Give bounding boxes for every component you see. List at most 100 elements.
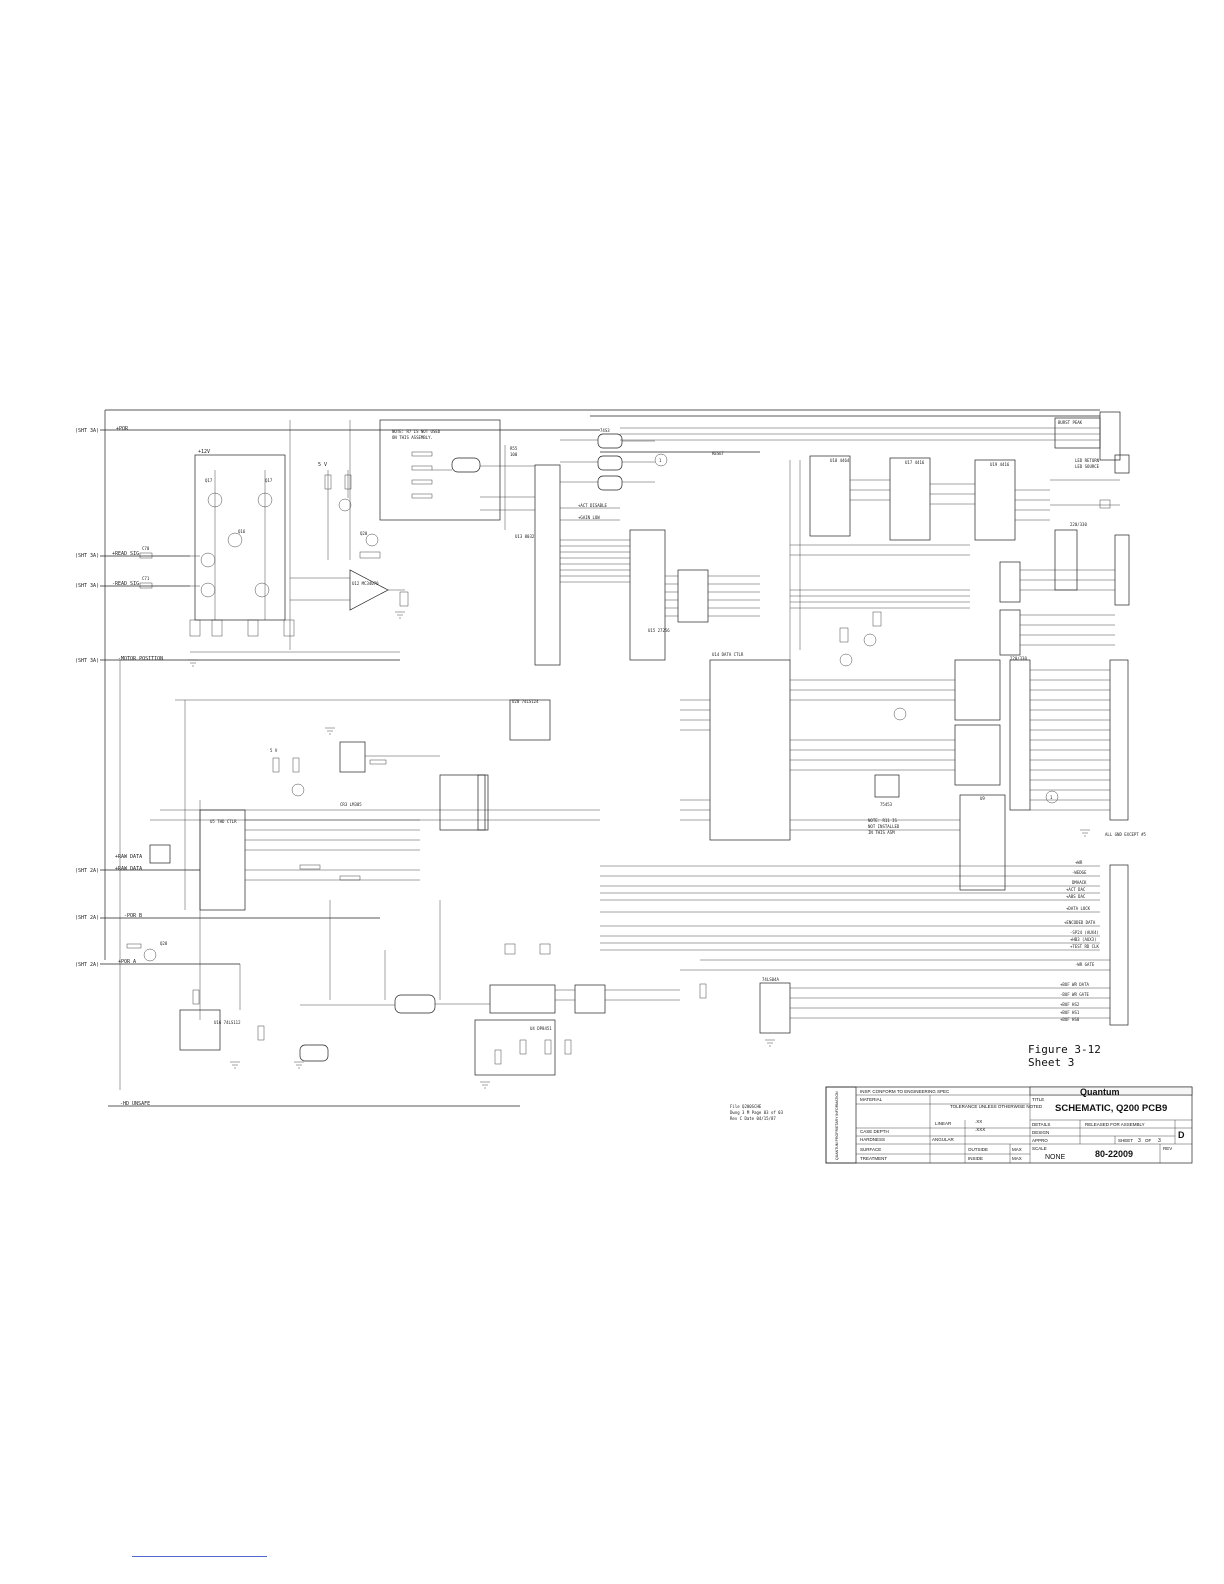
released-label: RELEASED FOR ASSEMBLY	[1085, 1122, 1145, 1127]
net-data-lock: +DATA LOCK	[1066, 906, 1091, 911]
left-net-labels: (SHT 3A) +POR (SHT 3A) +READ SIG (SHT 3A…	[75, 426, 163, 1107]
label-u16: U16 74LS112	[214, 1020, 241, 1025]
max-label-2: MAX	[1012, 1156, 1022, 1161]
figure-title: Figure 3-12	[1028, 1043, 1101, 1056]
ground-symbols	[188, 659, 1090, 1089]
sheet-ref-por: (SHT 3A)	[75, 428, 99, 434]
appro-label: APPRO	[1032, 1138, 1048, 1143]
note-r11-line3: IN THIS ASM	[868, 830, 895, 835]
bottom-right-buffers: 74LS04A	[680, 959, 1110, 1034]
sheet-ref-raw: (SHT 2A)	[75, 868, 99, 874]
surface-label: SURFACE	[860, 1147, 881, 1152]
sheet-ref-read1: (SHT 3A)	[75, 553, 99, 559]
note-r11-line2: NOT INSTALLED	[868, 824, 900, 829]
page-note: File Q200SCHE Dwng 3 M Page 03 of 03 Rev…	[730, 1104, 784, 1121]
resnet-label-1: 220/330	[1070, 522, 1087, 527]
right-lower-nets: +WR -WEDGE DMAACK +ACT DAC +ABS DAC +DAT…	[600, 860, 1129, 1026]
linear-xx: .XX	[975, 1119, 982, 1124]
sheet-ref-motor: (SHT 3A)	[75, 658, 99, 664]
treatment-label: TREATMENT	[860, 1156, 887, 1161]
title-label: TITLE	[1032, 1097, 1044, 1102]
note-r7-line1: NOTE: R7 IS NOT USED	[392, 429, 441, 434]
proprietary-notice: QUANTUM PROPRIETARY INFORMATION	[835, 1091, 839, 1160]
company-logo: Quantum	[1080, 1087, 1120, 1097]
rev-label: REV	[1163, 1146, 1172, 1151]
net-buf-hs0: +BUF HS0	[1060, 1017, 1080, 1022]
max-label-1: MAX	[1012, 1147, 1022, 1152]
sheet-label: SHEET	[1118, 1138, 1133, 1143]
net-read-sig-1: +READ SIG	[112, 551, 139, 557]
linear-xxx: .XXX	[975, 1127, 985, 1132]
chip-u15: U15 27256	[560, 529, 760, 661]
drawing-number: 80-22009	[1095, 1149, 1133, 1159]
svg-text:75453: 75453	[880, 802, 893, 807]
net-dmaack: DMAACK	[1072, 880, 1087, 885]
opamp-u12: U12 MC34070	[290, 569, 409, 619]
label-u12: U12 MC34070	[352, 581, 379, 586]
net-raw-data-1: +RAW DATA	[115, 854, 142, 860]
svg-text:+ACT DISABLE: +ACT DISABLE	[578, 503, 607, 508]
label-q16: Q16	[238, 529, 246, 534]
inspect-spec: INSP. CONFORM TO ENGINEERING SPEC	[860, 1089, 950, 1094]
label-u14: U14 DATA CTLR	[712, 652, 744, 657]
bottom-center-ics: U4 DP8451	[300, 900, 680, 1076]
page-note-line3: Rev C Date 04/15/87	[730, 1116, 776, 1121]
label-u18: U18 4464	[830, 458, 850, 463]
sheet-total: 3	[1158, 1138, 1161, 1144]
footer-rule	[132, 1556, 267, 1557]
label-u19: U19 4416	[990, 462, 1010, 467]
net-motor-position: -MOTOR POSITION	[118, 656, 163, 662]
net-read-sig-2: -READ SIG	[112, 581, 139, 587]
note-r7-line2: ON THIS ASSEMBLY.	[392, 435, 433, 440]
read-amplifier-section: +12V Q17 Q17 Q16 C70 C71	[139, 420, 400, 653]
net-abs-dac: +ABS DAC	[1066, 894, 1086, 899]
material-label: MATERIAL	[860, 1097, 883, 1102]
reset-gates: 74S3 1 RESET	[560, 428, 760, 491]
sheet-number: 3	[1138, 1138, 1141, 1144]
details-label: DETAILS	[1032, 1122, 1050, 1127]
net-led-return: LED RETURN	[1075, 458, 1100, 463]
design-label: DESIGN	[1032, 1130, 1049, 1135]
net-por-a: +POR A	[118, 959, 136, 965]
svg-text:+12V: +12V	[198, 449, 210, 455]
note-r11-line1: NOTE: R11 IS	[868, 818, 897, 823]
svg-text:100: 100	[510, 452, 518, 457]
scale-label: SCALE	[1032, 1146, 1047, 1151]
chip-u13: U13 8032 +ACT DISABLE +GAIN LOW	[515, 464, 620, 666]
net-buf-wr-gate: -BUF WR GATE	[1060, 992, 1089, 997]
net-sp24: -SP24 (AUX4)	[1070, 930, 1099, 935]
label-u4: U4 DP8451	[530, 1026, 552, 1031]
svg-text:5 V: 5 V	[318, 462, 327, 468]
net-wr: +WR	[1075, 860, 1083, 865]
sheet-ref-por-a: (SHT 2A)	[75, 962, 99, 968]
dram-array: U18 4464 U17 4416 U19 4416	[790, 455, 1050, 609]
label-u20: U20 74LS124	[512, 699, 539, 704]
net-buf-wr: +BUF WR DATA	[1060, 982, 1089, 987]
inside-label: INSIDE	[968, 1156, 983, 1161]
label-u17: U17 4416	[905, 460, 925, 465]
sheet-ref-read2: (SHT 3A)	[75, 583, 99, 589]
svg-text:C70: C70	[142, 546, 150, 551]
net-buf-hs2: +BUF HS2	[1060, 1002, 1080, 1007]
net-test-rd: +TEST RD CLK	[1070, 944, 1099, 949]
svg-text:Q20: Q20	[360, 531, 368, 536]
drawing-size: D	[1178, 1130, 1185, 1140]
svg-text:+GAIN LOW: +GAIN LOW	[578, 515, 600, 520]
page-note-line1: File Q200SCHE	[730, 1104, 762, 1109]
figure-caption: Figure 3-12 Sheet 3	[1028, 1043, 1101, 1069]
net-wr-gate: -WR GATE	[1075, 962, 1095, 967]
net-buf-hs1: +BUF HS1	[1060, 1010, 1080, 1015]
svg-text:Q17: Q17	[265, 478, 273, 483]
net-hd-unsafe: -HD UNSAFE	[120, 1101, 150, 1107]
chip-u14: U14 DATA CTLR	[680, 460, 801, 841]
net-burst-peak: BURST PEAK	[1058, 420, 1083, 425]
label-cr3: CR3 LM385	[340, 802, 362, 807]
net-led-source: LED SOURCE	[1075, 464, 1100, 469]
angular-label: ANGULAR	[932, 1137, 955, 1142]
svg-text:1: 1	[1050, 795, 1053, 800]
figure-sheet: Sheet 3	[1028, 1056, 1074, 1069]
label-q17: Q17	[205, 478, 213, 483]
tolerance-label: TOLERANCE UNLESS OTHERWISE NOTED	[950, 1104, 1043, 1109]
svg-text:C71: C71	[142, 576, 150, 581]
